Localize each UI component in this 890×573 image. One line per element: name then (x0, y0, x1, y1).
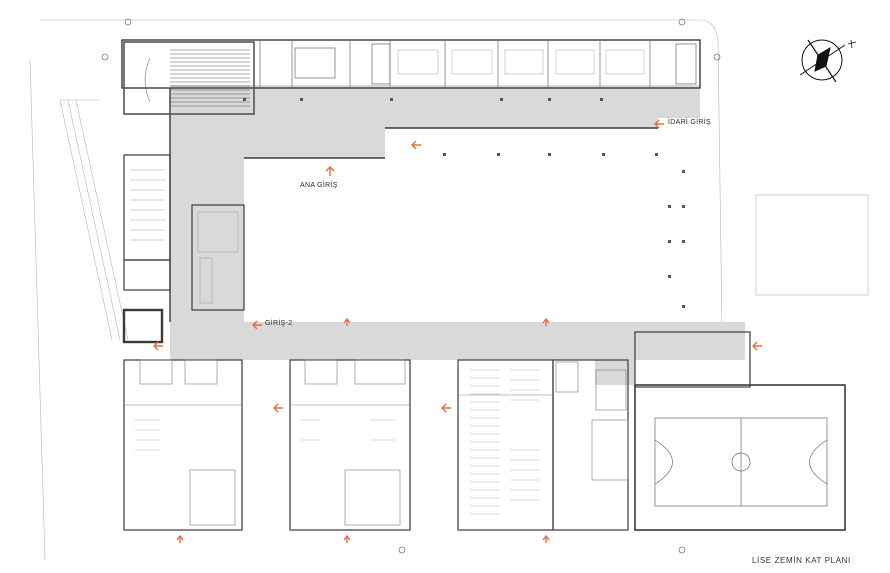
plan-title: LİSE ZEMİN KAT PLANI (752, 556, 851, 565)
column-grid (243, 98, 685, 308)
arrow-icon (654, 119, 664, 129)
section-markers (101, 18, 721, 554)
arrow-icon (343, 317, 351, 326)
admin-entrance-label: İDARİ GİRİŞ (668, 119, 711, 126)
arrow-icon (343, 534, 351, 543)
arrow-icon (325, 166, 335, 176)
west-wing (122, 154, 245, 344)
corridor-fill (170, 85, 745, 385)
arrow-icon (252, 320, 262, 330)
arrow-icon (542, 534, 550, 543)
arrow-icon (273, 403, 283, 413)
auditorium (123, 41, 255, 115)
north-furniture (397, 49, 645, 75)
entrance-2-label: GİRİŞ-2 (265, 320, 293, 327)
site-boundary (29, 19, 869, 561)
arrow-icon (542, 317, 550, 326)
north-arrow-icon (799, 39, 857, 83)
entrance-arrows (153, 119, 762, 543)
south-rooms (124, 359, 629, 526)
west-furniture (130, 169, 239, 304)
main-entrance-label: ANA GİRİŞ (300, 182, 338, 189)
arrow-icon (411, 140, 421, 150)
arrow-icon (441, 403, 451, 413)
arrow-icon (153, 341, 163, 351)
south-furniture (135, 369, 540, 515)
north-rooms (259, 40, 697, 88)
sports-court (654, 417, 828, 507)
arrow-icon (752, 341, 762, 351)
south-wing (123, 331, 846, 531)
arrow-icon (176, 534, 184, 543)
